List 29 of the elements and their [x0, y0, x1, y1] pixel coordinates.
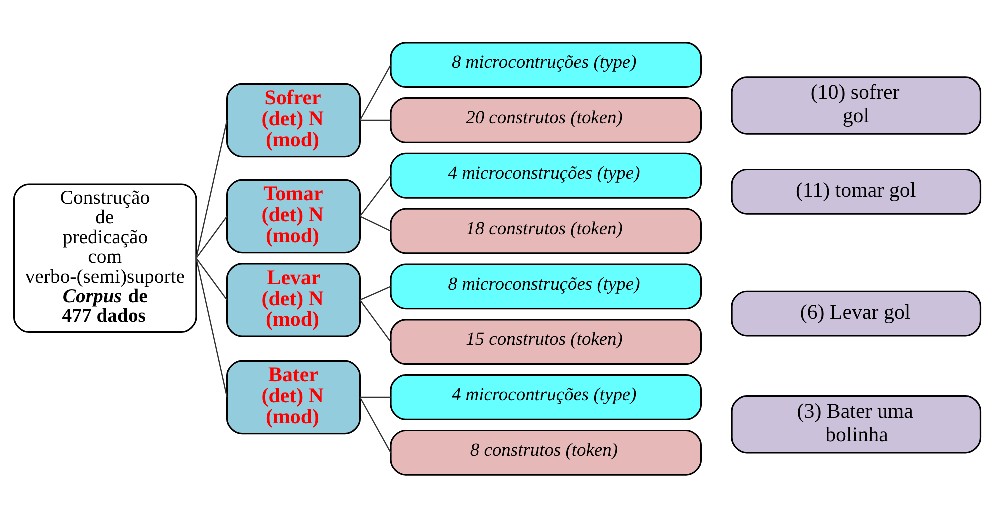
connector: [359, 299, 391, 342]
node-box: 8 microcontruções (type): [390, 42, 702, 88]
connector: [359, 396, 392, 453]
connector: [195, 120, 228, 258]
connector: [195, 258, 228, 300]
node-box: 20 construtos (token): [390, 97, 702, 143]
node-box: (6) Levar gol: [730, 290, 982, 336]
connector: [195, 258, 228, 398]
node-box: Construção de predicação com verbo-(semi)suporte Corpus de 477 dados: [12, 183, 197, 333]
connector: [359, 175, 391, 216]
connector: [359, 64, 392, 120]
node-box: (3) Bater uma bolinha: [730, 394, 982, 454]
connector: [195, 216, 228, 258]
node-box: Levar (det) N (mod): [226, 262, 361, 337]
connector: [359, 215, 391, 232]
node-box: Sofrer (det) N (mod): [226, 82, 361, 158]
connector: [359, 286, 391, 300]
node-box: (10) sofrer gol: [730, 76, 982, 134]
node-box: 4 microconstruções (type): [390, 152, 702, 198]
node-box: Bater (det) N (mod): [226, 360, 361, 434]
node-box: 18 construtos (token): [390, 208, 702, 254]
connector: [360, 119, 390, 121]
node-box: 15 construtos (token): [390, 318, 702, 365]
node-box: 4 microcontruções (type): [390, 374, 702, 420]
node-box: (11) tomar gol: [730, 168, 982, 214]
node-box: 8 construtos (token): [390, 429, 702, 476]
node-box: 8 microconstruções (type): [390, 263, 702, 310]
node-box: Tomar (det) N (mod): [226, 178, 361, 254]
connector: [360, 396, 390, 398]
